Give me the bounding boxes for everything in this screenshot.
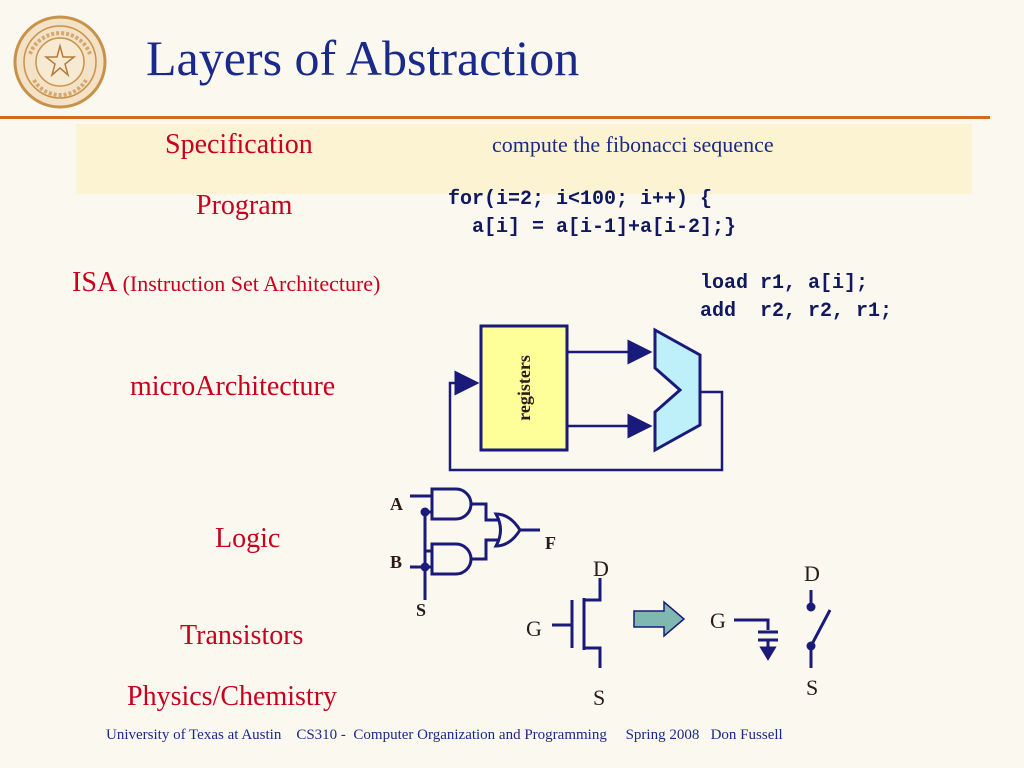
layer-physics: Physics/Chemistry	[127, 681, 338, 712]
switch-label-s: S	[806, 675, 818, 700]
program-code: for(i=2; i<100; i++) { a[i] = a[i-1]+a[i…	[448, 186, 736, 242]
footer-text: University of Texas at Austin CS310 - Co…	[106, 727, 783, 743]
logic-label-s: S	[416, 600, 426, 620]
registers-label: registers	[514, 355, 534, 421]
title-divider	[0, 116, 990, 119]
switch-label-g: G	[710, 608, 726, 633]
specification-band	[76, 124, 972, 194]
logic-label-b: B	[390, 552, 402, 572]
isa-line-1: load r1, a[i];	[700, 272, 869, 295]
transistor-label-g: G	[526, 616, 542, 641]
layer-isa-label: ISA	[72, 267, 116, 298]
layer-isa-full: (Instruction Set Architecture)	[122, 271, 381, 296]
layer-specification: Specification	[165, 129, 313, 160]
transistor-diagram	[552, 578, 602, 668]
microarchitecture-diagram: registers	[448, 324, 724, 472]
alu-shape	[653, 327, 702, 453]
switch-label-d: D	[804, 561, 820, 586]
program-line-1: for(i=2; i<100; i++) {	[448, 188, 713, 211]
isa-line-2: add r2, r2, r1;	[700, 300, 893, 323]
registers-box	[479, 324, 569, 452]
layer-transistors: Transistors	[180, 620, 304, 651]
isa-code: load r1, a[i]; add r2, r2, r1;	[700, 270, 892, 326]
program-line-2: a[i] = a[i-1]+a[i-2];}	[448, 216, 737, 239]
layer-microarchitecture: microArchitecture	[130, 371, 336, 402]
page-title: Layers of Abstraction	[146, 30, 580, 86]
switch-diagram	[734, 590, 832, 668]
layer-logic: Logic	[215, 523, 281, 554]
conversion-arrow-icon	[633, 600, 686, 638]
layer-isa: ISA (Instruction Set Architecture)	[72, 266, 380, 301]
logic-label-f: F	[545, 533, 556, 553]
layer-program: Program	[196, 190, 293, 221]
transistor-label-s: S	[593, 685, 605, 710]
spec-example: compute the fibonacci sequence	[492, 132, 774, 157]
logic-label-a: A	[390, 494, 403, 514]
transistor-label-d: D	[593, 556, 609, 581]
university-seal-icon	[13, 15, 107, 109]
logic-diagram	[410, 487, 540, 600]
